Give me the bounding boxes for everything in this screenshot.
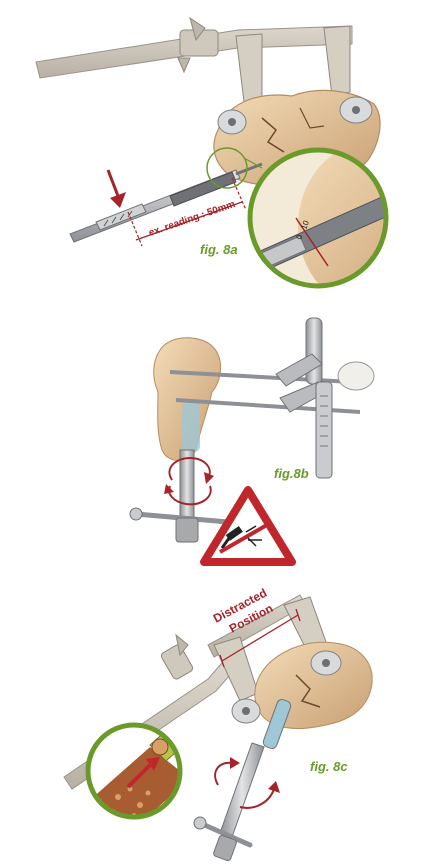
reamer-handle	[129, 449, 231, 543]
figure-8c-panel: Distracted Position	[0, 575, 443, 868]
thumb-wheel	[337, 361, 375, 391]
zoom-detail-circle	[85, 722, 183, 820]
scale-mark-10: 10	[299, 219, 311, 231]
zoom-detail-circle	[247, 147, 389, 289]
pin-knob-left	[217, 109, 247, 135]
distractor-frame-top-view	[275, 317, 375, 479]
bar-clamp	[177, 16, 219, 74]
figure-8c-label: fig. 8c	[310, 759, 348, 774]
zoom-connector	[243, 157, 263, 169]
rotation-arrows-icon	[164, 456, 214, 506]
rotation-arrow-icon	[214, 757, 280, 809]
red-arrow-icon	[106, 169, 126, 208]
distraction-bracket	[219, 608, 301, 668]
pin-knob-right	[310, 650, 342, 676]
figure-8a-panel: ex. reading : 50mm 0 10 fig. 8a	[0, 0, 443, 300]
figure-8b-panel: fig.8b	[0, 300, 443, 575]
distractor-post-right	[323, 25, 351, 97]
figure-8a-label: fig. 8a	[200, 242, 238, 257]
measurement-bracket	[127, 177, 247, 247]
reamer-handle	[193, 699, 292, 862]
depth-gauge	[69, 162, 263, 243]
detail-focus-circle	[206, 147, 248, 189]
hammer-prohibited-warning-icon	[200, 486, 296, 566]
bar-clamp	[160, 633, 194, 680]
drill-channel	[182, 402, 200, 452]
scale-mark-0: 0	[294, 233, 304, 241]
distractor-post-left	[235, 33, 263, 103]
pin-knob-left	[231, 698, 261, 724]
figure-8b-label: fig.8b	[274, 466, 309, 481]
pin-knob-right	[339, 96, 373, 124]
